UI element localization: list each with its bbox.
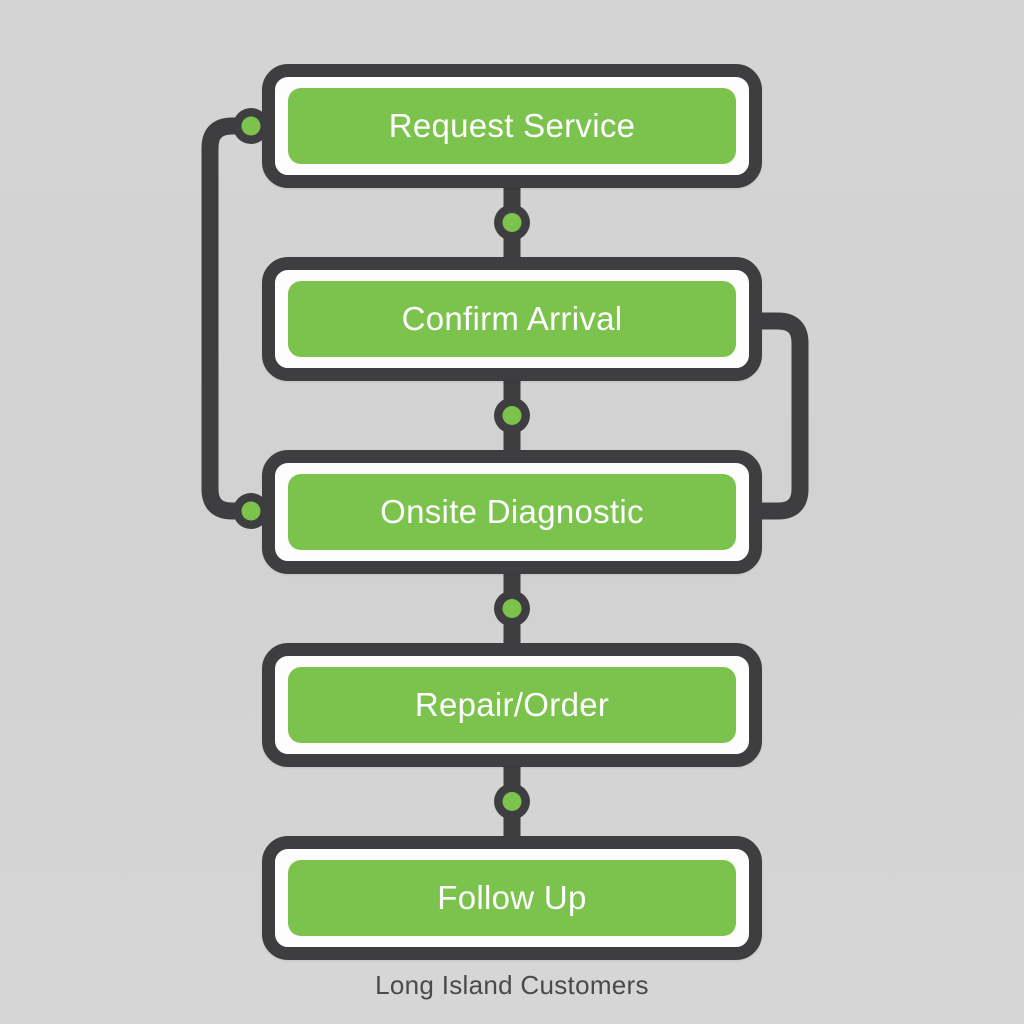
flow-step-follow-up: Follow Up (262, 836, 762, 960)
connector-dot (494, 204, 530, 241)
loop-left-connector (201, 117, 251, 520)
connector-dot (494, 397, 530, 434)
flow-step-label: Follow Up (437, 879, 587, 916)
flow-step-label: Repair/Order (414, 686, 610, 723)
flow-step-pill: Confirm Arrival (288, 281, 736, 357)
flow-step-pill: Repair/Order (288, 667, 736, 743)
flow-step-label: Request Service (388, 107, 636, 144)
flow-step-pill: Follow Up (288, 860, 736, 936)
connector-dot (494, 590, 530, 627)
flow-step-label: Confirm Arrival (401, 300, 623, 337)
diagram-caption: Long Island Customers (375, 970, 649, 1000)
flow-step-confirm-arrival: Confirm Arrival (262, 257, 762, 381)
loop-left-top-dot (233, 108, 269, 144)
connector-dot (494, 783, 530, 820)
flow-step-repair-order: Repair/Order (262, 643, 762, 767)
flow-step-onsite-diagnostic: Onsite Diagnostic (262, 450, 762, 574)
loop-left-bottom-dot (233, 493, 269, 529)
flow-step-label: Onsite Diagnostic (380, 493, 644, 530)
flow-step-request-service: Request Service (262, 64, 762, 188)
flow-step-pill: Onsite Diagnostic (288, 474, 736, 550)
loop-right-connector (760, 312, 809, 520)
flow-step-pill: Request Service (288, 88, 736, 164)
